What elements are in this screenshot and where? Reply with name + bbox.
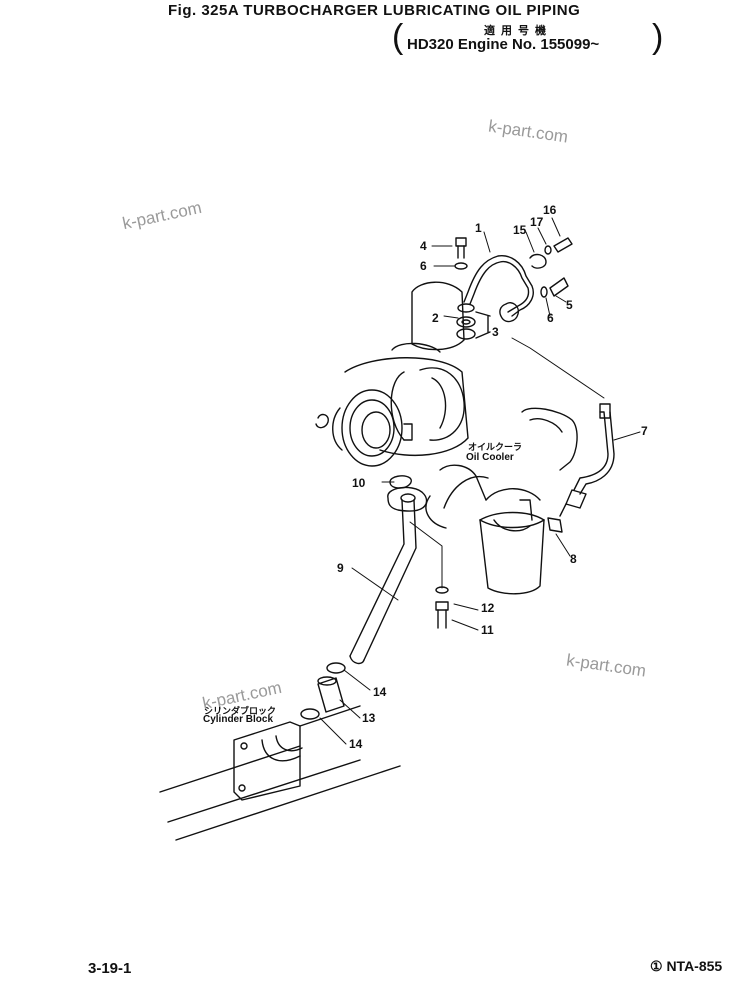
part-number: 6 [547,311,554,325]
part-number: 14 [373,685,387,699]
hose-connector [300,662,346,720]
connector-fitting [547,517,563,533]
part-number: 11 [481,623,494,637]
part-number: 12 [481,601,495,615]
oil-pipe-upper [463,255,534,323]
oil-cooler-label: Oil Cooler [466,452,514,463]
flange-gasket [387,475,428,512]
oil-cooler-jp-label: オイルクーラ [468,442,523,452]
part-number: 4 [420,239,427,253]
left-parenthesis: ( [392,18,404,56]
part-number: 3 [492,325,499,339]
part-number: 14 [349,737,363,751]
right-parenthesis: ) [652,18,664,56]
cylinder-block-jp-label: シリンダブロック [204,706,277,716]
part-number: 8 [570,552,577,566]
leader-lines [319,217,641,745]
part-number: 6 [420,259,427,273]
gaskets-2-3 [456,303,491,340]
cylinder-block-label: Cylinder Block [203,714,274,725]
figure-title: Fig. 325A TURBOCHARGER LUBRICATING OIL P… [168,2,581,19]
part-number: 16 [543,203,557,217]
part-number: 13 [362,711,376,725]
part-number: 17 [530,215,544,229]
applicability-jp-label: 適用号機 [484,25,552,37]
oil-hose [559,403,615,517]
oil-pipe-return [349,499,417,665]
part-number: 7 [641,424,648,438]
part-number: 1 [475,221,482,235]
bolt-4 [454,237,468,270]
cylinder-block [159,705,401,841]
bolt-5-washer-6 [540,277,569,298]
applicability-label: HD320 Engine No. 155099~ [407,36,600,53]
part-number: 2 [432,311,439,325]
part-number: 10 [352,476,366,490]
part-number: 15 [513,223,527,237]
oil-cooler [425,407,578,595]
page-number: 3-19-1 [88,960,132,977]
part-number: 5 [566,298,573,312]
bolt-15-16-17 [529,237,573,269]
bolt-11-washer-12 [435,586,449,629]
part-number-callouts: 1 2 3 4 5 6 6 7 8 9 10 11 12 13 14 14 15… [337,203,648,751]
turbocharger [315,281,469,467]
part-number: 9 [337,561,344,575]
engine-code: ① NTA-855 [650,958,723,974]
